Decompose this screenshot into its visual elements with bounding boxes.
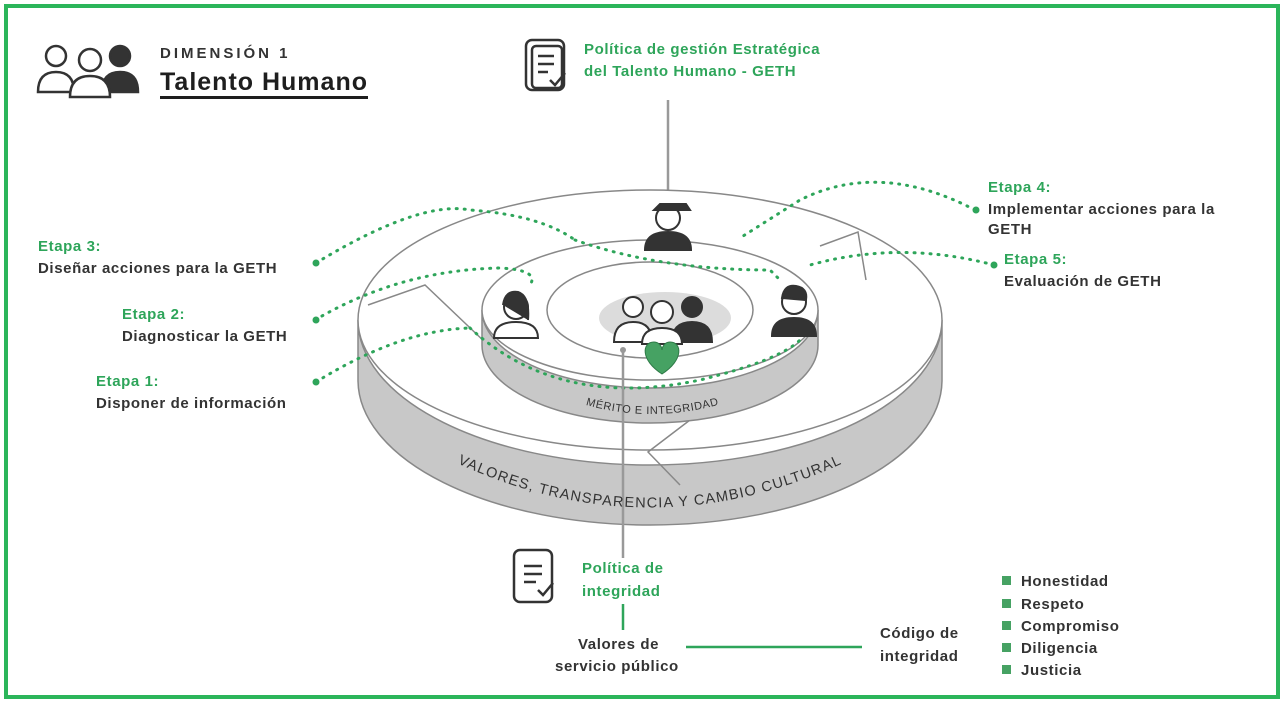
bullet-square-icon xyxy=(1002,643,1011,652)
stage-2-title: Etapa 2: xyxy=(122,306,186,323)
dimension-title: Talento Humano xyxy=(160,68,368,99)
diagram-frame xyxy=(4,4,1280,699)
stage-4-text-line2: GETH xyxy=(988,221,1033,238)
stage-4-dot xyxy=(972,206,980,214)
value-item: Respeto xyxy=(1002,596,1084,613)
stage-3-title: Etapa 3: xyxy=(38,238,102,255)
bullet-square-icon xyxy=(1002,621,1011,630)
outer-ring-side xyxy=(357,319,943,526)
value-item: Compromiso xyxy=(1002,618,1120,635)
policy-geth-line2: del Talento Humano - GETH xyxy=(584,63,797,80)
stage-5-text: Evaluación de GETH xyxy=(1004,273,1162,290)
stage-3-dot xyxy=(312,259,320,267)
integrity-code-line1: Código de xyxy=(880,625,959,642)
public-values-line1: Valores de xyxy=(578,636,660,653)
stage-4-title: Etapa 4: xyxy=(988,179,1052,196)
value-item: Justicia xyxy=(1002,662,1082,679)
stage-5-title: Etapa 5: xyxy=(1004,251,1068,268)
outer-ring-cut xyxy=(819,230,867,281)
policy-geth-line1: Política de gestión Estratégica xyxy=(584,41,821,58)
people-group-icon xyxy=(36,44,140,99)
value-item: Honestidad xyxy=(1002,573,1109,590)
stage-5-dot xyxy=(990,261,998,269)
bullet-square-icon xyxy=(1002,665,1011,674)
stage-1-text: Disponer de información xyxy=(96,395,287,412)
public-values-line2: servicio público xyxy=(555,658,679,675)
person-icon-right xyxy=(770,284,818,337)
center-connector-dot xyxy=(620,347,626,353)
person-icon-left xyxy=(492,290,540,339)
policy-integrity-line2: integridad xyxy=(582,583,661,600)
heart-icon xyxy=(644,341,680,375)
stage-paths xyxy=(313,180,996,390)
dimension-label: DIMENSIÓN 1 xyxy=(160,45,291,62)
document-check-icon xyxy=(524,38,566,92)
document-check-icon xyxy=(512,548,554,604)
outer-ring-cut xyxy=(646,419,691,486)
stage-2-dot xyxy=(312,316,320,324)
outer-ring-cut xyxy=(367,284,489,346)
person-icon-top xyxy=(643,203,693,251)
stage-4-text-line1: Implementar acciones para la xyxy=(988,201,1215,218)
integrity-code-line2: integridad xyxy=(880,648,959,665)
stage-2-text: Diagnosticar la GETH xyxy=(122,328,288,345)
value-item: Diligencia xyxy=(1002,640,1098,657)
people-group-center-icon xyxy=(612,296,714,345)
stage-1-title: Etapa 1: xyxy=(96,373,160,390)
bullet-square-icon xyxy=(1002,576,1011,585)
stage-1-dot xyxy=(312,378,320,386)
bullet-square-icon xyxy=(1002,599,1011,608)
inner-ring-side xyxy=(481,309,819,424)
stage-3-text: Diseñar acciones para la GETH xyxy=(38,260,278,277)
policy-integrity-line1: Política de xyxy=(582,560,664,577)
